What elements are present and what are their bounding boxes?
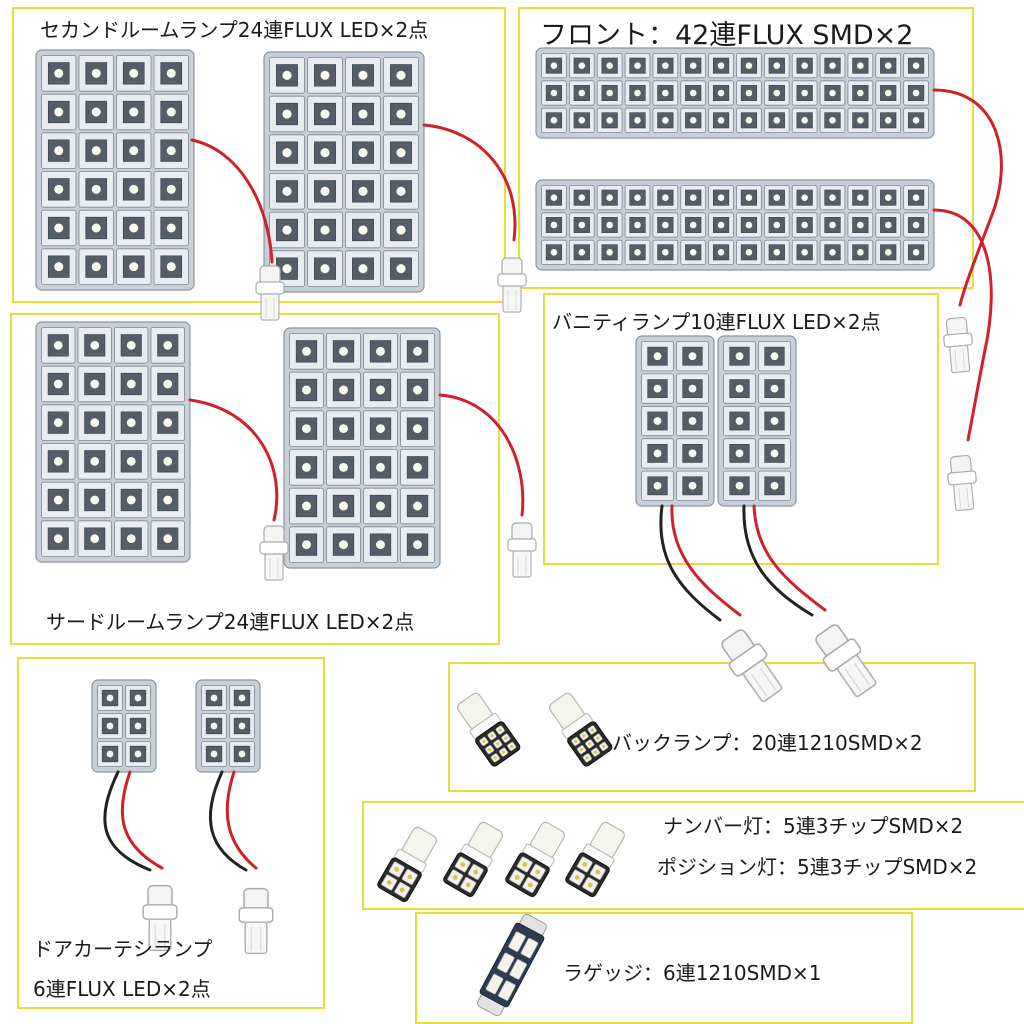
t10-socket-icon (259, 525, 289, 581)
t10-socket-icon (947, 454, 977, 512)
led-panel-icon (195, 679, 261, 773)
t10-socket-icon (255, 265, 285, 321)
t10-bulb-icon (548, 692, 613, 767)
led-panel-icon (35, 49, 195, 291)
third-room-lamp-label: サードルームランプ24連FLUX LED×2点 (46, 610, 415, 634)
t10-bulb-icon (443, 821, 504, 897)
led-panel-icon (535, 179, 935, 271)
t10-bulb-icon (565, 821, 626, 897)
led-panel-icon (535, 47, 935, 139)
t10-socket-icon (142, 884, 178, 952)
t10-bulb-icon (505, 821, 566, 897)
t10-socket-icon (721, 629, 783, 703)
door-courtesy-lamp-label-line1: ドアカーテシランプ (33, 937, 213, 961)
led-panel-icon (283, 327, 441, 569)
number-lamp-label: ナンバー灯：5連3チップSMD×2 (663, 814, 964, 838)
t10-socket-icon (497, 257, 527, 313)
back-lamp-label: バックランプ：20連1210SMD×2 (612, 731, 923, 755)
t10-socket-icon (238, 887, 274, 955)
led-panel-icon (263, 51, 425, 293)
t10-socket-icon (815, 624, 877, 698)
t10-socket-icon (943, 316, 973, 374)
led-panel-icon (635, 335, 715, 507)
t10-bulb-icon (456, 692, 521, 767)
front-lamp-label: フロント：42連FLUX SMD×2 (540, 20, 914, 51)
vanity-lamp-label: バニティランプ10連FLUX LED×2点 (552, 310, 881, 334)
led-panel-icon (717, 335, 797, 507)
door-courtesy-lamp-frame (17, 657, 325, 1009)
festoon-bulb-icon (477, 913, 547, 1017)
t10-socket-icon (507, 522, 537, 578)
t10-bulb-icon (377, 826, 438, 902)
led-panel-icon (91, 679, 157, 773)
back-lamp-frame (448, 662, 976, 792)
door-courtesy-lamp-label-line2: 6連FLUX LED×2点 (33, 977, 211, 1001)
second-room-lamp-label: セカンドルームランプ24連FLUX LED×2点 (40, 18, 429, 42)
luggage-lamp-label: ラゲッジ：6連1210SMD×1 (563, 961, 822, 985)
position-lamp-label: ポジション灯：5連3チップSMD×2 (657, 855, 978, 879)
led-panel-icon (35, 321, 191, 563)
